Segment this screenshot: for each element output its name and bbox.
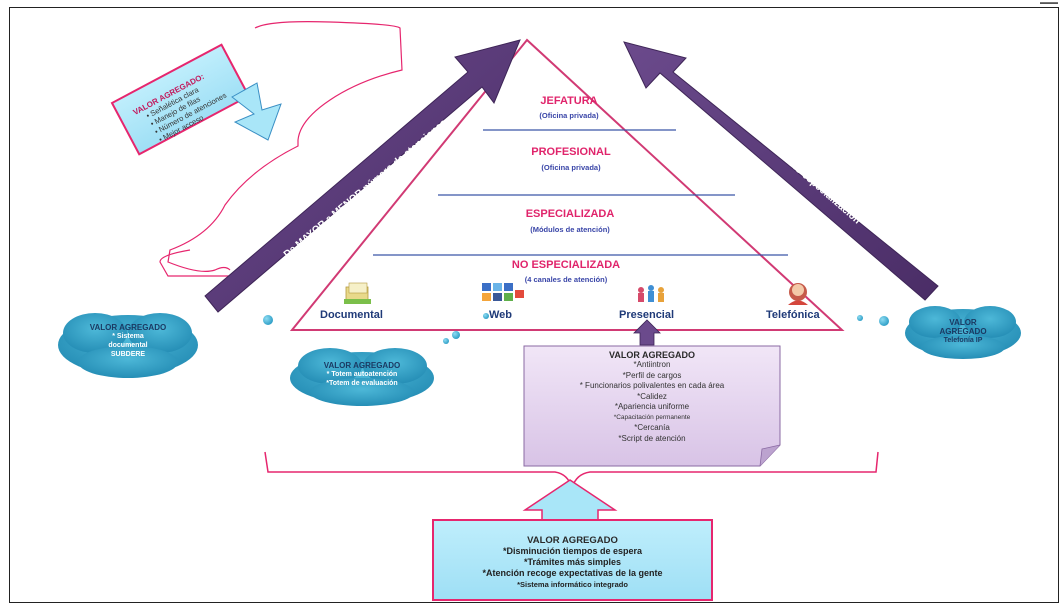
documental-icon xyxy=(344,282,371,304)
pyramid-outline xyxy=(289,38,845,331)
presencial-note-text: VALOR AGREGADO *Antiintron *Perfil de ca… xyxy=(526,350,778,444)
telefonica-cloud-title-2: AGREGADO xyxy=(939,327,987,336)
level-3-title: ESPECIALIZADA xyxy=(526,208,615,220)
presencial-icon xyxy=(638,285,664,302)
channel-documental: Documental xyxy=(320,309,383,321)
presencial-note-item: *Calidez xyxy=(637,391,667,401)
top-left-box xyxy=(110,43,251,156)
level-3-subtitle: (Módulos de atención) xyxy=(530,225,610,234)
bottom-box-item: *Trámites más simples xyxy=(523,557,622,567)
channel-web: Web xyxy=(489,309,512,321)
level-4-subtitle: (4 canales de atención) xyxy=(525,275,608,284)
level-2-title: PROFESIONAL xyxy=(531,146,611,158)
web-icon xyxy=(482,283,524,301)
level-2-subtitle: (Oficina privada) xyxy=(541,163,601,172)
documental-cloud-title: VALOR AGREGADO xyxy=(89,323,167,332)
left-purple-arrow xyxy=(204,39,521,313)
telefonica-cloud-item: Telefonía IP xyxy=(943,337,983,344)
documental-cloud-item: documental xyxy=(108,342,148,349)
bottom-box-item: *Disminución tiempos de espera xyxy=(502,546,643,556)
bubble xyxy=(857,315,863,321)
channel-telefonica: Telefónica xyxy=(766,309,820,321)
web-cloud-item: * Totem autoatención xyxy=(326,371,398,378)
bottom-box xyxy=(432,519,713,601)
bubble xyxy=(263,315,273,325)
left-bracket-outline xyxy=(167,21,403,272)
bubble xyxy=(443,338,449,344)
documental-cloud-text: VALOR AGREGADO * Sistema documental SUBD… xyxy=(68,323,188,359)
top-left-pointer-arrow xyxy=(231,82,282,141)
telefonica-cloud xyxy=(905,306,1021,359)
web-cloud xyxy=(290,348,434,406)
bubble xyxy=(879,316,889,326)
note-fold xyxy=(759,444,781,467)
presencial-note-item: *Capacitación permanente xyxy=(613,413,691,421)
presencial-note-title: VALOR AGREGADO xyxy=(608,350,695,360)
left-bracket-outer xyxy=(159,249,230,277)
bubble xyxy=(452,331,460,339)
bottom-box-item: *Sistema informático integrado xyxy=(517,580,628,589)
presencial-note-item: * Funcionarios polivalentes en cada área xyxy=(579,381,725,390)
presencial-note-item: *Cercanía xyxy=(634,423,670,432)
level-1-subtitle: (Oficina privada) xyxy=(539,111,599,120)
presencial-note-item: *Antiintron xyxy=(633,360,671,369)
right-purple-arrow xyxy=(623,41,939,301)
web-cloud-text: VALOR AGREGADO * Totem autoatención *Tot… xyxy=(302,361,422,388)
bottom-box-text: VALOR AGREGADO *Disminución tiempos de e… xyxy=(435,535,710,590)
bubble xyxy=(483,313,489,319)
right-arrow-label: De MENOS a MAS especialización xyxy=(733,112,862,226)
bottom-box-item: *Atención recoge expectativas de la gent… xyxy=(482,568,663,578)
documental-cloud xyxy=(58,313,198,378)
documental-cloud-item: * Sistema xyxy=(112,333,144,340)
presencial-note-item: *Script de atención xyxy=(618,433,686,443)
level-4-title: NO ESPECIALIZADA xyxy=(512,259,620,271)
channel-presencial: Presencial xyxy=(619,309,674,321)
corner-mark: ▬▬▬ xyxy=(1040,0,1058,6)
level-1-title: JEFATURA xyxy=(540,95,597,107)
presencial-note-item: *Perfil de cargos xyxy=(622,370,682,380)
telefonica-icon xyxy=(788,283,808,305)
web-cloud-title: VALOR AGREGADO xyxy=(323,361,401,370)
documental-cloud-item: SUBDERE xyxy=(110,351,146,358)
web-cloud-item: *Totem de evaluación xyxy=(326,380,398,387)
bottom-box-title: VALOR AGREGADO xyxy=(527,535,618,546)
presencial-note-item: *Apariencia uniforme xyxy=(614,402,690,411)
telefonica-cloud-text: VALOR AGREGADO Telefonía IP xyxy=(913,318,1013,345)
telefonica-cloud-title: VALOR xyxy=(949,318,977,327)
presencial-up-arrow xyxy=(633,319,661,346)
